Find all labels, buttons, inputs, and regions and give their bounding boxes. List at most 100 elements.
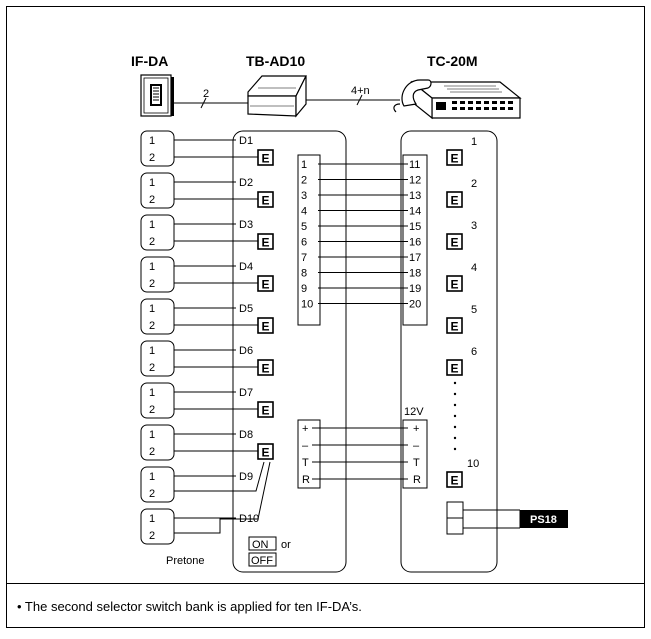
e-terminal-label: E	[262, 404, 270, 418]
tc-e-box	[446, 233, 463, 250]
terminal-1-label: 1	[149, 177, 155, 189]
terminal-block-frame	[140, 172, 175, 209]
e-terminal-box	[257, 401, 274, 418]
tc-e-label: E	[451, 362, 459, 376]
pretone-off-label: OFF	[251, 555, 273, 567]
tc-e-number: 1	[471, 136, 477, 148]
link-left-label: 10	[301, 299, 313, 311]
tc-e-number: 2	[471, 178, 477, 190]
diagram-frame	[6, 6, 645, 628]
e-terminal-label: E	[262, 278, 270, 292]
tc-e-number: 5	[471, 304, 477, 316]
tc-e-number: 6	[471, 346, 477, 358]
d-terminal-label: D2	[239, 177, 253, 189]
e-terminal-box	[257, 275, 274, 292]
terminal-block-frame	[140, 340, 175, 377]
terminal-block-frame	[140, 466, 175, 503]
terminal-2-label: 2	[149, 194, 155, 206]
d-terminal-label: D9	[239, 471, 253, 483]
continuation-dots	[453, 381, 457, 451]
tc-e-box	[446, 191, 463, 208]
power-strip-left	[297, 419, 321, 489]
pretone-on-label: ON	[252, 539, 269, 551]
tc-e-label: E	[451, 152, 459, 166]
e-terminal-label: E	[262, 362, 270, 376]
terminal-2-label: 2	[149, 362, 155, 374]
d-terminal-label: D1	[239, 135, 253, 147]
link-left-label: 1	[301, 159, 307, 171]
d-terminal-label: D5	[239, 303, 253, 315]
terminal-1-label: 1	[149, 135, 155, 147]
tc-e-box	[446, 471, 463, 488]
power-right-label: –	[413, 440, 420, 452]
link-right-label: 19	[409, 283, 421, 295]
wire-count-ifda: 2	[203, 88, 209, 100]
power-left-label: –	[302, 440, 309, 452]
ifda-door-station-icon	[140, 74, 174, 117]
link-row-8: 8 18	[301, 268, 421, 280]
tc20m-panel	[400, 130, 498, 573]
tc-e-box	[446, 149, 463, 166]
terminal-block-frame	[140, 424, 175, 461]
link-left-label: 3	[301, 190, 307, 202]
tc-e-number: 10	[467, 458, 479, 470]
footnote: • The second selector switch bank is app…	[17, 599, 362, 614]
wire-tick-2	[356, 94, 363, 106]
link-left-label: 8	[301, 268, 307, 280]
terminal-1-label: 1	[149, 219, 155, 231]
tc-e-item-1: E1	[446, 136, 477, 166]
terminal-block-frame	[140, 382, 175, 419]
terminal-2-label: 2	[149, 488, 155, 500]
ps18-box	[520, 510, 568, 528]
terminal-2-label: 2	[149, 236, 155, 248]
power-right-label: T	[413, 457, 420, 469]
tbad10-title: TB-AD10	[246, 53, 305, 69]
power-right-label: R	[413, 474, 421, 486]
wire-tick-1	[200, 97, 207, 109]
power-row-0: ++	[302, 423, 419, 435]
tc-e-item-2: E2	[446, 178, 477, 208]
terminal-1-label: 1	[149, 471, 155, 483]
terminal-2-label: 2	[149, 530, 155, 542]
link-right-label: 18	[409, 268, 421, 280]
tc-e-box	[446, 275, 463, 292]
tc-e-number: 4	[471, 262, 477, 274]
link-terminal-strip-left	[297, 154, 321, 326]
tc-e-box	[446, 359, 463, 376]
ps18-label: PS18	[530, 514, 557, 526]
tc-e-label: E	[451, 278, 459, 292]
tc-e-item-10: E10	[446, 458, 479, 488]
link-left-label: 6	[301, 237, 307, 249]
link-right-label: 12	[409, 175, 421, 187]
terminal-block-frame	[140, 214, 175, 251]
e-terminal-label: E	[262, 194, 270, 208]
terminal-block-frame	[140, 298, 175, 335]
pretone-on-switch	[248, 536, 277, 551]
link-right-label: 13	[409, 190, 421, 202]
e-terminal-label: E	[262, 152, 270, 166]
tc-e-item-5: E5	[446, 304, 477, 334]
tc-e-box	[446, 317, 463, 334]
link-left-label: 7	[301, 252, 307, 264]
tc20m-title: TC-20M	[427, 53, 478, 69]
terminal-block-frame	[140, 256, 175, 293]
link-row-3: 3 13	[301, 190, 421, 202]
power-left-label: T	[302, 457, 309, 469]
power-left-label: R	[302, 474, 310, 486]
tc20m-master-station-icon	[393, 79, 522, 120]
terminal-2-label: 2	[149, 278, 155, 290]
ifda-title: IF-DA	[131, 53, 168, 69]
link-right-label: 14	[409, 206, 421, 218]
